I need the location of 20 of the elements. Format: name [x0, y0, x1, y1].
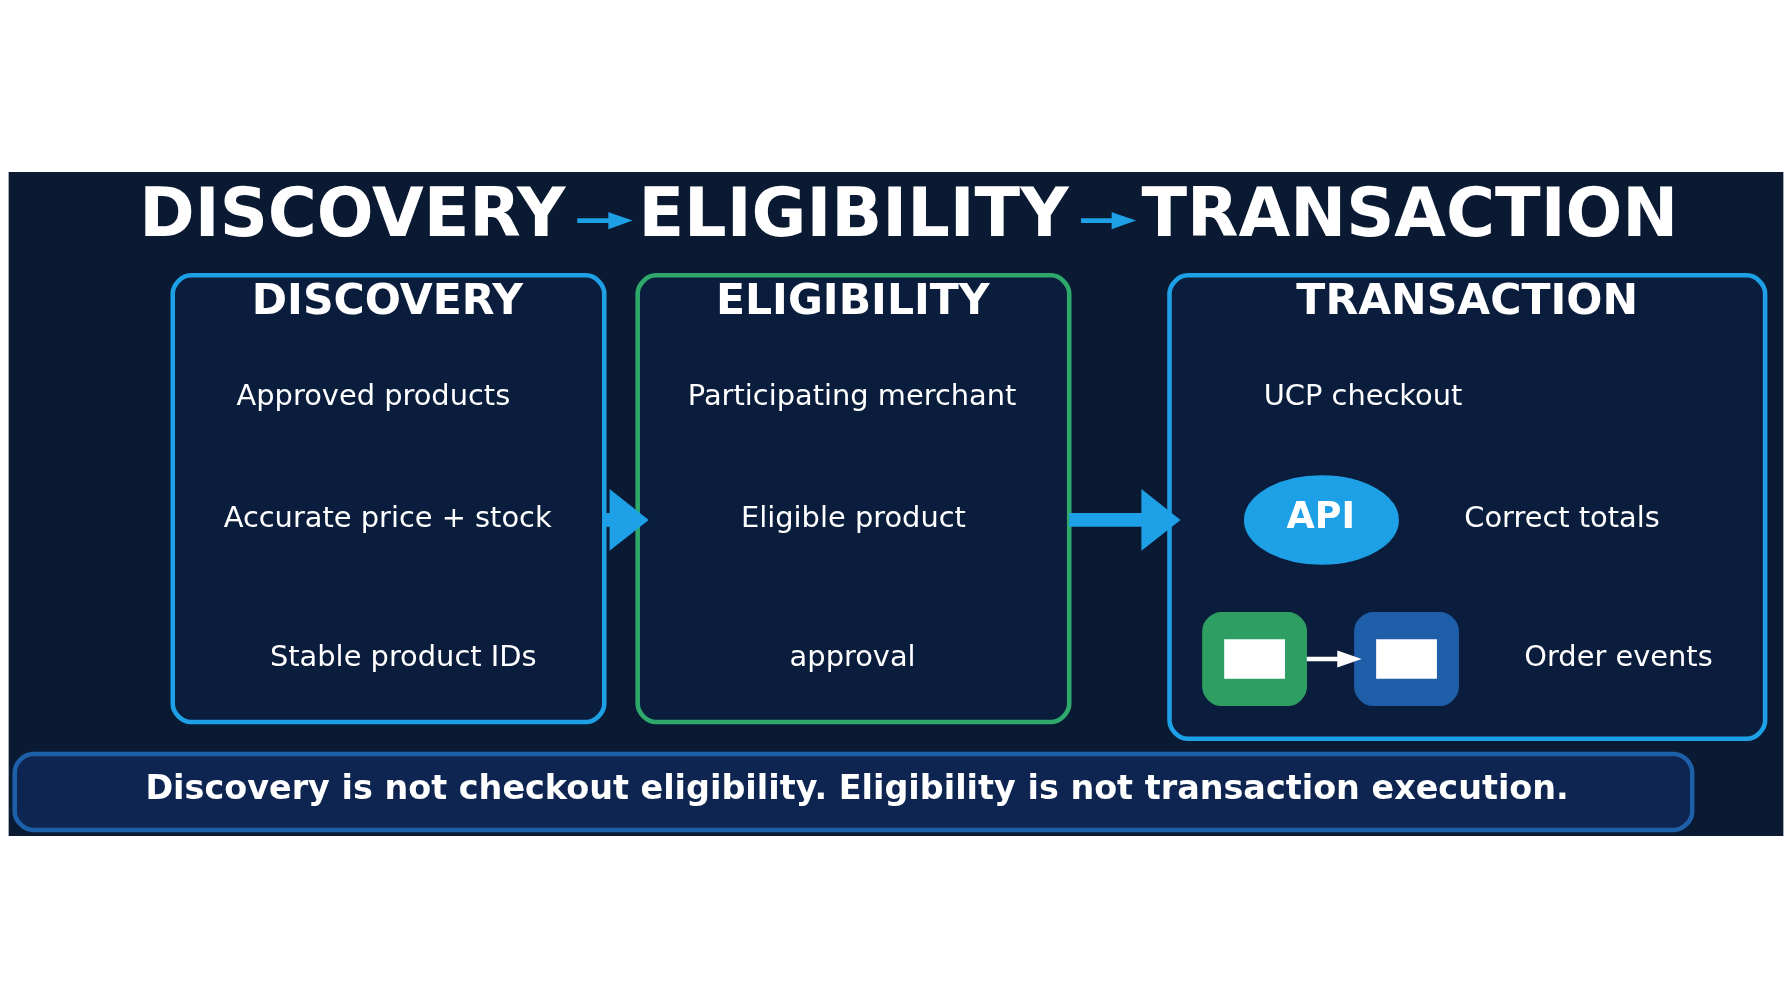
node-text: Participating merchant — [687, 377, 1017, 412]
node-text: approval — [789, 639, 916, 674]
node-text: Accurate price + stock — [223, 500, 552, 535]
arrow — [577, 212, 633, 230]
arrow — [1081, 212, 1137, 230]
node-text: DISCOVERY — [139, 174, 566, 253]
node-text: Approved products — [236, 377, 511, 412]
arrow — [1306, 650, 1362, 668]
node-text: UCP checkout — [1263, 377, 1463, 412]
node-picture — [1202, 611, 1307, 707]
node-box: Discovery is not checkout eligibility. Eligibility is not transaction execution. — [12, 751, 1695, 833]
node-text: Stable product IDs — [269, 639, 537, 674]
node-text: Eligible product — [741, 500, 966, 535]
arrow — [1069, 489, 1181, 551]
node-ellipse: API — [1243, 475, 1399, 565]
node-text: ELIGIBILITY — [638, 174, 1069, 253]
node-text: Correct totals — [1464, 500, 1660, 535]
node-text: Order events — [1524, 639, 1713, 674]
node-text: TRANSACTION — [1141, 174, 1679, 253]
node-picture — [1354, 611, 1459, 707]
